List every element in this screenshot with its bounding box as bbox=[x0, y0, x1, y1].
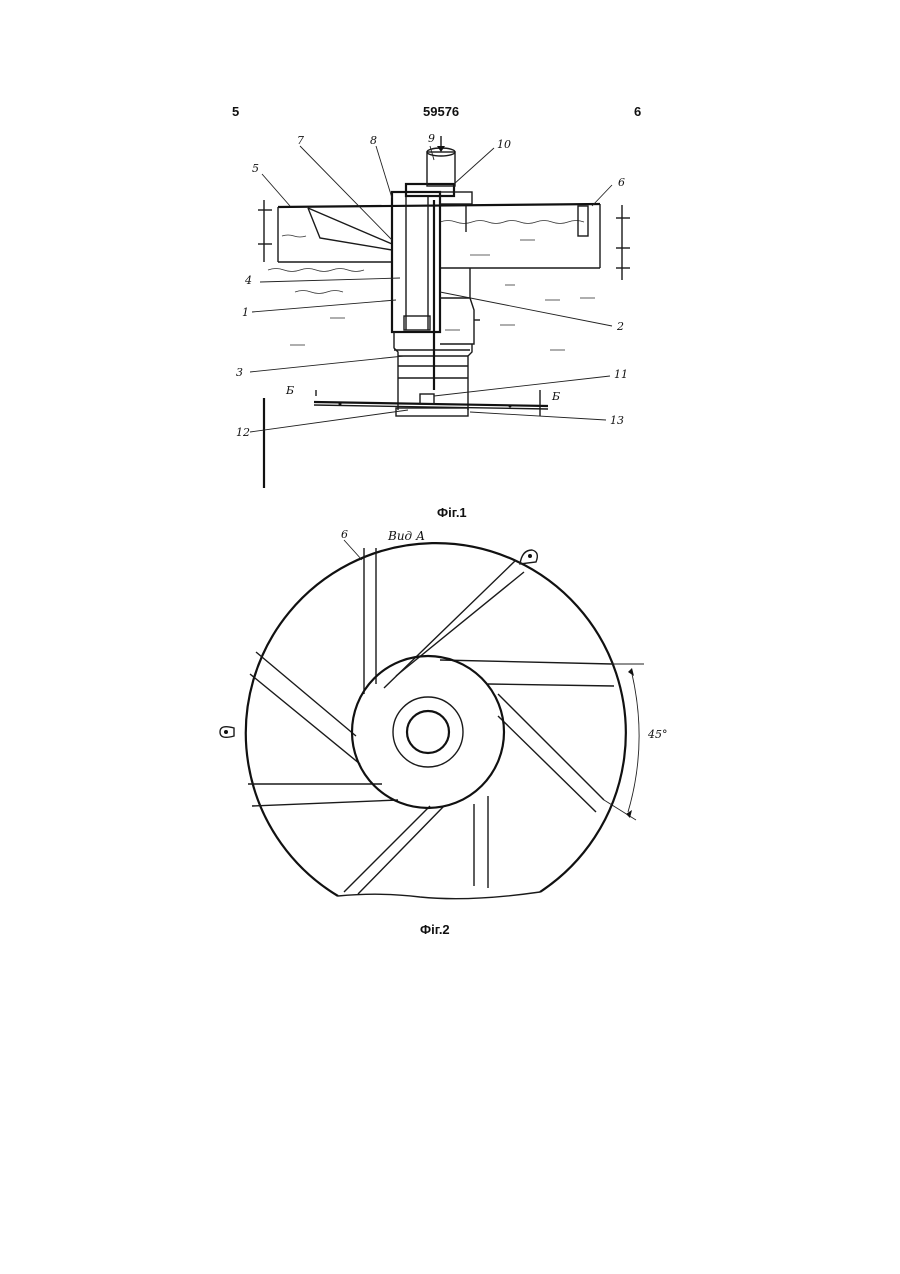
figure-1-caption: Фіг.1 bbox=[437, 505, 467, 520]
label-10: 10 bbox=[497, 138, 511, 151]
label-3: 3 bbox=[236, 366, 243, 379]
angle-dimension: 45° bbox=[604, 664, 668, 820]
water-lines bbox=[268, 221, 595, 351]
label-2: 2 bbox=[616, 320, 624, 333]
view-label: Вид А bbox=[387, 529, 425, 543]
label-7: 7 bbox=[297, 134, 304, 147]
hub-bore bbox=[407, 711, 449, 753]
figure-2-drawing: 45° Вид А 6 bbox=[220, 528, 668, 899]
central-column bbox=[392, 184, 480, 344]
label-9: 9 bbox=[428, 132, 435, 145]
label-4: 4 bbox=[244, 274, 252, 287]
impeller-disc bbox=[314, 394, 548, 416]
blades bbox=[248, 548, 614, 894]
label-section-b-right: Б bbox=[551, 390, 560, 403]
label-8: 8 bbox=[370, 134, 377, 147]
label-section-b-left: Б bbox=[285, 384, 294, 397]
figure-1-drawing: 7 8 9 10 5 6 4 1 2 3 11 Б Б 12 13 bbox=[236, 132, 630, 488]
figure-2-caption: Фіг.2 bbox=[420, 922, 450, 937]
label-11: 11 bbox=[614, 368, 628, 381]
label-1: 1 bbox=[242, 306, 249, 319]
hub-outer bbox=[352, 656, 504, 808]
outer-disc bbox=[246, 543, 626, 896]
label-5: 5 bbox=[252, 162, 259, 175]
label-13: 13 bbox=[610, 414, 624, 427]
label-6: 6 bbox=[618, 176, 625, 189]
part-label-6: 6 bbox=[341, 528, 348, 541]
label-12: 12 bbox=[236, 426, 250, 439]
hub-middle bbox=[393, 697, 463, 767]
figure-1-labels: 7 8 9 10 5 6 4 1 2 3 11 Б Б 12 13 bbox=[236, 132, 628, 439]
angle-label: 45° bbox=[647, 728, 668, 741]
